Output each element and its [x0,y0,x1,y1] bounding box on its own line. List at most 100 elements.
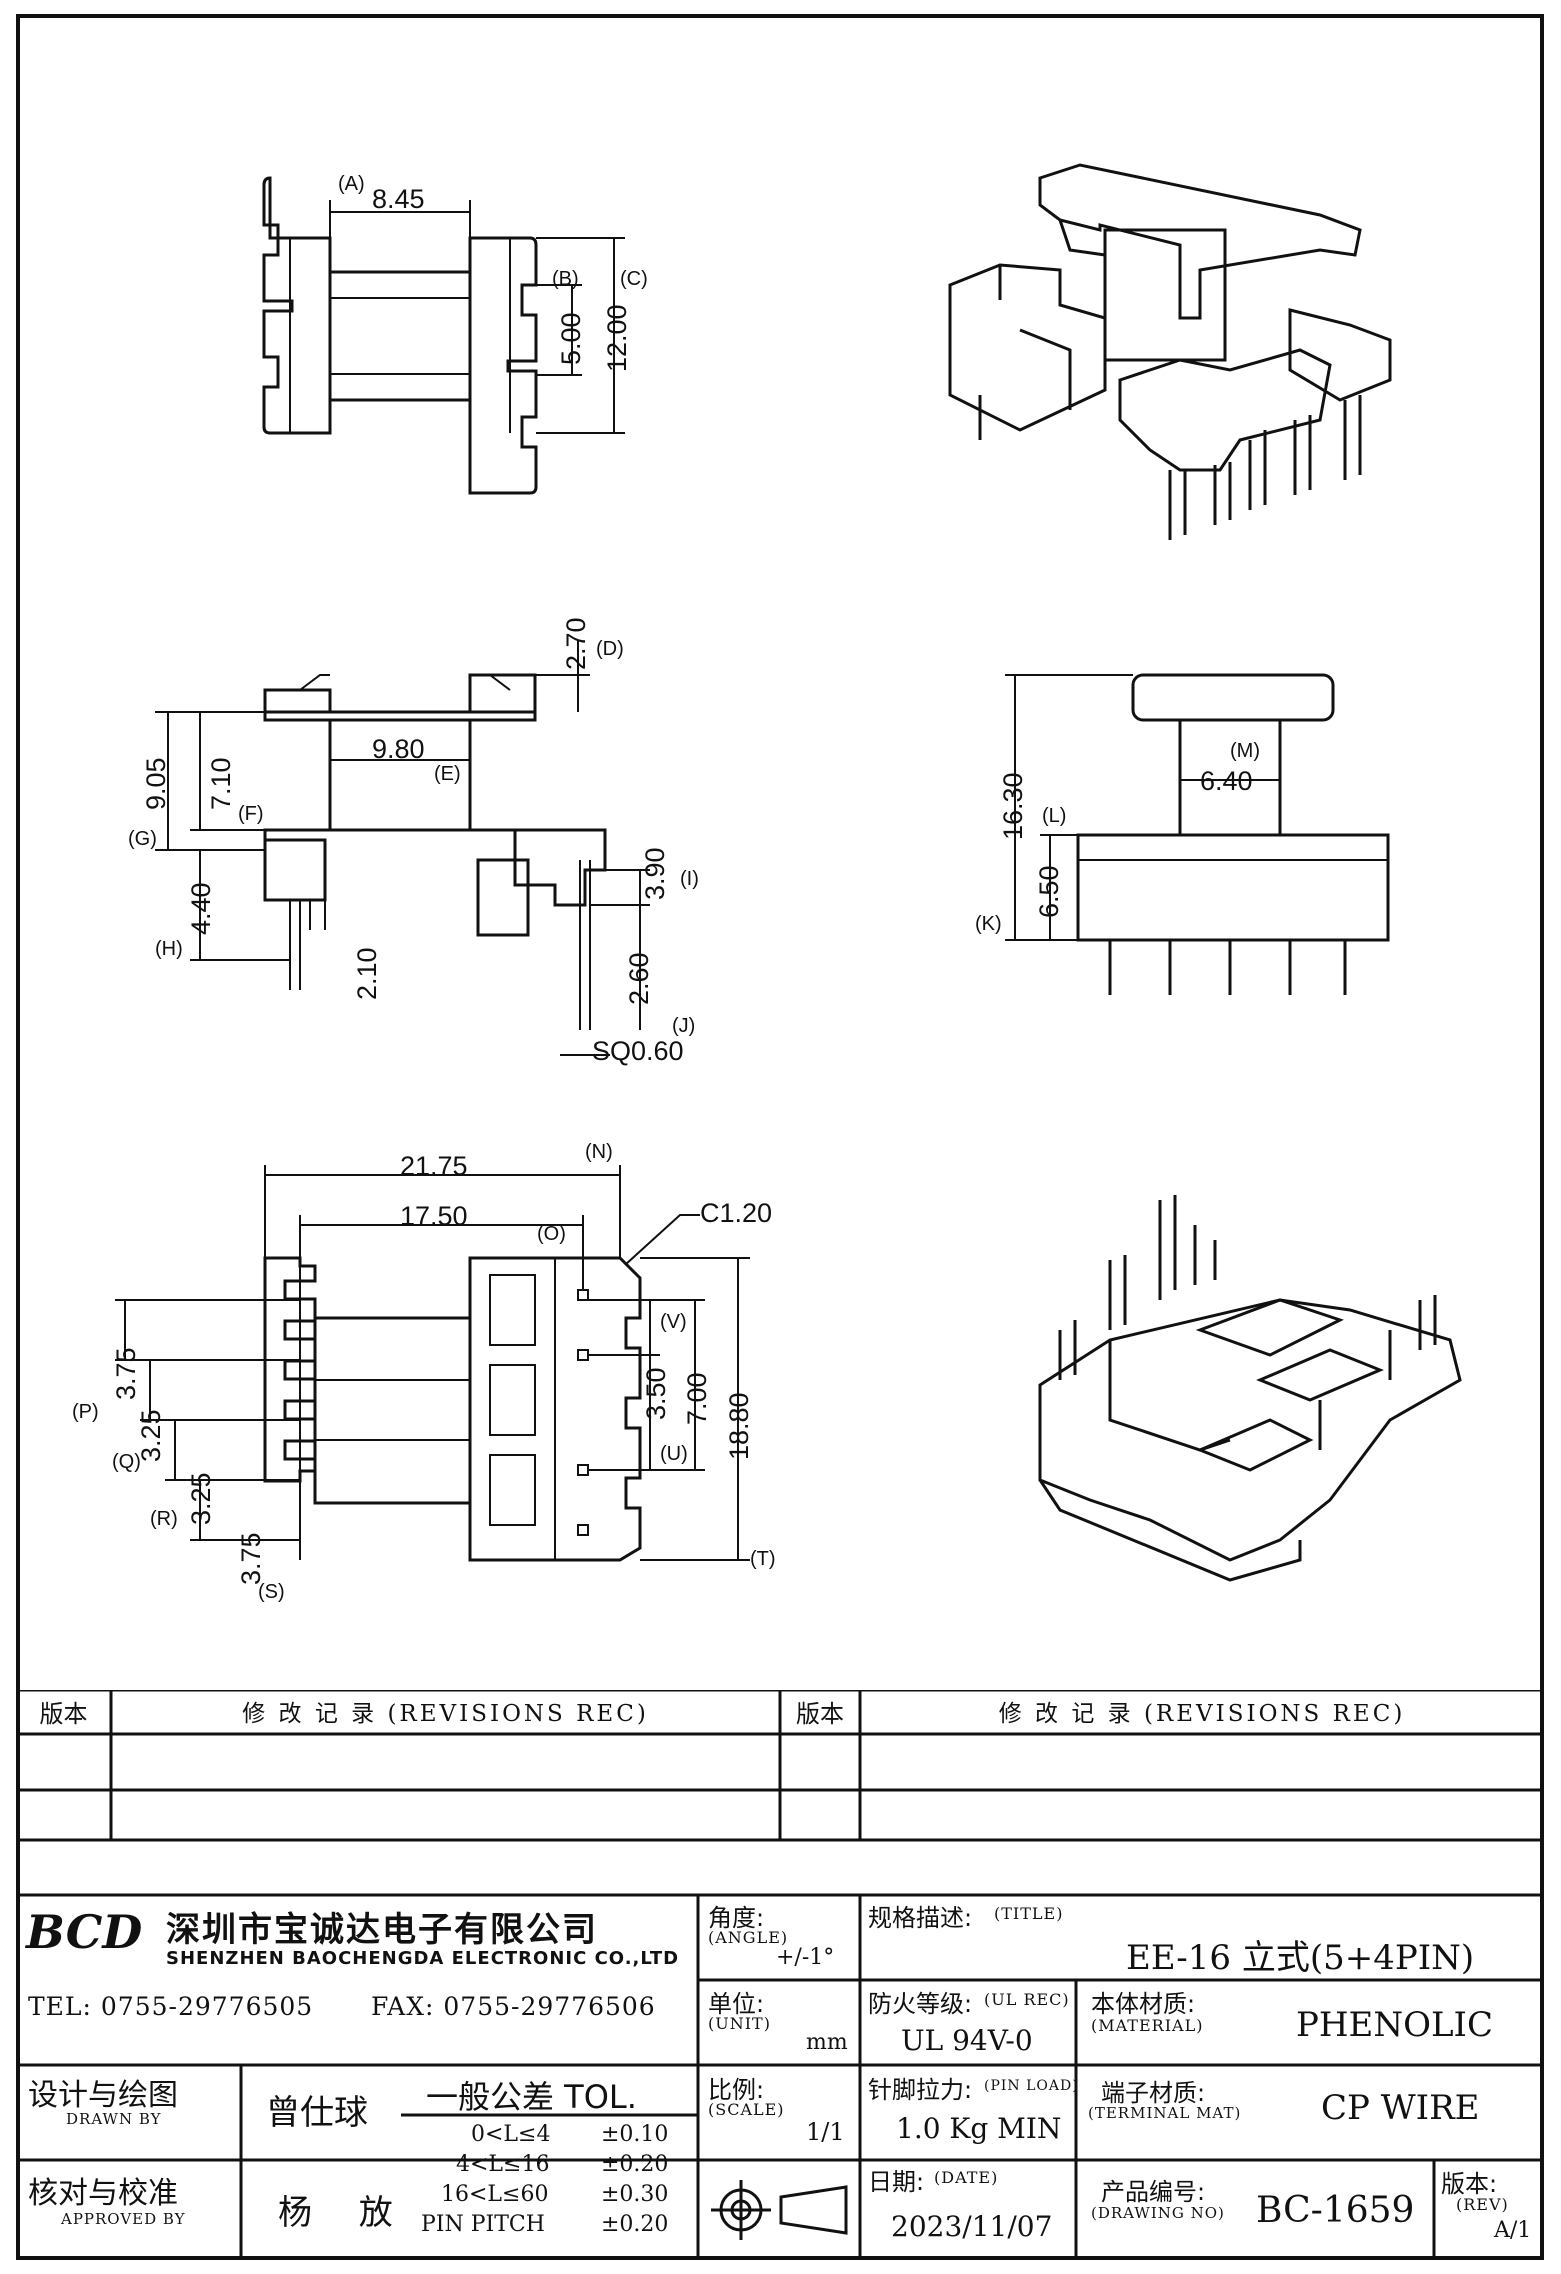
tol-range-2: 16<L≤60 [441,2182,549,2207]
dim-S-tag: (S) [258,1581,285,1603]
approved-by-label: 核对与校准 [28,2176,178,2211]
dim-S-value: 3.75 [236,1532,266,1585]
technical-drawing: (A) 8.45 (B) 5.00 (C) 12.00 [72,163,1462,1603]
dim-I-value: 3.90 [640,847,670,900]
company-name-en: SHENZHEN BAOCHENGDA ELECTRONIC CO.,LTD [166,1948,680,1969]
dim-O-tag: (O) [537,1223,566,1245]
unit-label: 单位: [708,1990,765,2018]
dim-V-tag: (V) [660,1311,687,1333]
title-label: 规格描述: [868,1904,973,1932]
title-label-en: (TITLE) [994,1904,1064,1923]
material-value: PHENOLIC [1296,2005,1493,2045]
angle-value: +/-1° [776,1945,835,1970]
dim-Q-value: 3.25 [136,1409,166,1462]
tol-range-1: 4<L≤16 [456,2152,550,2177]
dim-C-value: 12.00 [602,304,632,372]
dim-C-tag: (C) [620,268,648,290]
angle-label-en: (ANGLE) [708,1928,789,1947]
drawn-by-label-en: DRAWN BY [66,2110,162,2128]
dim-210-value: 2.10 [352,947,382,1000]
material-label-en: (MATERIAL) [1091,2016,1204,2035]
dim-E-value: 9.80 [372,734,425,764]
dim-O-value: 17.50 [400,1201,468,1231]
date-label: 日期: [868,2168,925,2196]
iso-view-bottom [1038,1195,1462,1582]
tol-range-0: 0<L≤4 [471,2122,551,2147]
dim-A-value: 8.45 [372,184,425,214]
company-logo: BCD [26,1905,143,1959]
dim-M-tag: (M) [1230,740,1260,762]
dim-G-tag: (G) [128,828,157,850]
drawn-by-label: 设计与绘图 [28,2078,178,2113]
scale-label-en: (SCALE) [708,2100,785,2119]
projection-symbol [711,2180,848,2240]
drawing-no-label: 产品编号: [1101,2178,1206,2206]
terminal-value: CP WIRE [1321,2088,1480,2128]
dim-B-tag: (B) [552,268,579,290]
terminal-label: 端子材质: [1101,2079,1206,2107]
rev-ver-header-right: 版本 [796,1700,844,1728]
dim-D-tag: (D) [596,638,624,660]
dim-I-tag: (I) [680,868,699,890]
angle-label: 角度: [708,1904,765,1932]
front-view: 2.70 (D) 9.80 (E) 9.05 (G) 7.10 (F) 4.40… [128,617,699,1066]
dim-J-tag: (J) [672,1015,695,1037]
dim-F-value: 7.10 [206,757,236,810]
pin-load-label-en: (PIN LOAD) [984,2078,1079,2094]
pin-load-value: 1.0 Kg MIN [896,2112,1062,2145]
rev-ver-header-left: 版本 [39,1700,88,1728]
dim-V-value: 3.50 [641,1367,671,1420]
dim-L-value: 6.50 [1034,865,1064,918]
dim-U-value: 7.00 [682,1372,712,1425]
scale-label: 比例: [708,2076,765,2104]
date-label-en: (DATE) [934,2168,999,2187]
dim-F-tag: (F) [238,803,264,825]
rev-rec-header-right: 修 改 记 录 (REVISIONS REC) [998,1701,1406,1727]
bottom-view: 21.75 (N) 17.50 (O) C1.20 3.75 (P) 3.25 … [72,1141,776,1603]
rev-label-en: (REV) [1456,2195,1509,2214]
title-block: 版本 修 改 记 录 (REVISIONS REC) 版本 修 改 记 录 (R… [16,1690,1544,2260]
iso-view-top [948,163,1392,540]
rev-rec-header-left: 修 改 记 录 (REVISIONS REC) [242,1701,649,1727]
dim-K-value: 16.30 [998,772,1028,840]
terminal-label-en: (TERMINAL MAT) [1088,2104,1242,2122]
dim-H-value: 4.40 [186,882,216,935]
dim-B-value: 5.00 [556,312,586,365]
tol-val-2: ±0.30 [601,2182,669,2207]
dim-R-tag: (R) [150,1508,178,1530]
drawn-by-value: 曾仕球 [266,2093,368,2133]
dim-M-value: 6.40 [1200,766,1253,796]
dim-L-tag: (L) [1042,805,1066,827]
top-view: (A) 8.45 (B) 5.00 (C) 12.00 [262,173,648,495]
dim-T-tag: (T) [750,1548,776,1570]
dim-E-tag: (E) [434,763,461,785]
title-value: EE-16 立式(5+4PIN) [1126,1938,1475,1978]
dim-A-tag: (A) [338,173,365,195]
approved-by-value: 杨 放 [278,2193,411,2233]
drawing-no-label-en: (DRAWING NO) [1091,2204,1225,2222]
drawing-no-value: BC-1659 [1256,2190,1415,2231]
tol-range-3: PIN PITCH [421,2212,545,2237]
unit-value: mm [806,2030,848,2055]
unit-label-en: (UNIT) [708,2014,771,2033]
dim-K-tag: (K) [975,913,1002,935]
ul-value: UL 94V-0 [901,2024,1033,2057]
ul-label-en: (UL REC) [984,1990,1070,2009]
ul-label: 防火等级: [868,1990,973,2018]
tol-val-0: ±0.10 [601,2122,669,2147]
rev-label: 版本: [1441,2170,1498,2198]
dim-J-value: 2.60 [624,952,654,1005]
dim-SQ-value: SQ0.60 [592,1036,684,1066]
dim-N-value: 21.75 [400,1151,468,1181]
side-view: 16.30 (K) 6.50 (L) 6.40 (M) [975,673,1390,995]
company-tel: TEL: 0755-29776505 [28,1992,314,2021]
tol-val-1: ±0.20 [601,2152,669,2177]
dim-Q-tag: (Q) [112,1451,141,1473]
dim-G-value: 9.05 [141,757,171,810]
drawing-frame [16,14,1544,2260]
company-fax: FAX: 0755-29776506 [371,1992,656,2021]
scale-value: 1/1 [806,2118,845,2146]
tol-val-3: ±0.20 [601,2212,669,2237]
dim-C12-value: C1.20 [700,1198,772,1228]
dim-H-tag: (H) [155,938,183,960]
